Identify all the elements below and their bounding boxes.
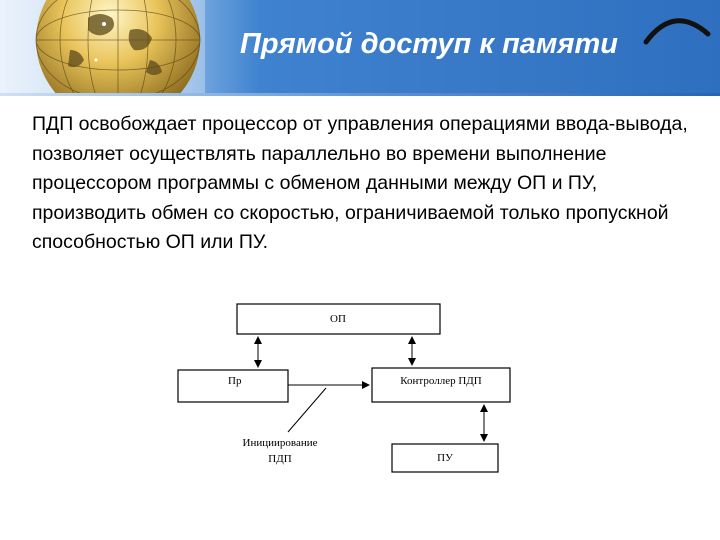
globe-icon xyxy=(0,0,205,96)
pu-block: ПУ xyxy=(391,443,499,473)
arc-icon xyxy=(640,6,712,50)
op-block: ОП xyxy=(236,303,441,335)
controller-label: Контроллер ПДП xyxy=(400,375,482,387)
header-divider xyxy=(0,93,720,96)
main-paragraph: ПДП освобождает процессор от управления … xyxy=(32,113,688,253)
initiation-label-1: Инициирование xyxy=(243,437,318,449)
dma-diagram: ОП Пр Контроллер ПДП ПУ Инициирование ПД… xyxy=(150,296,530,496)
slide-title: Прямой доступ к памяти xyxy=(240,28,618,60)
pr-block: Пр xyxy=(177,369,289,403)
slide-header: Прямой доступ к памяти xyxy=(0,0,720,96)
initiation-line xyxy=(287,387,327,433)
pr-label: Пр xyxy=(228,375,242,387)
controller-block: Контроллер ПДП xyxy=(371,367,511,403)
op-label: ОП xyxy=(330,313,346,325)
pu-label: ПУ xyxy=(437,452,453,464)
initiation-label-2: ПДП xyxy=(268,453,291,465)
